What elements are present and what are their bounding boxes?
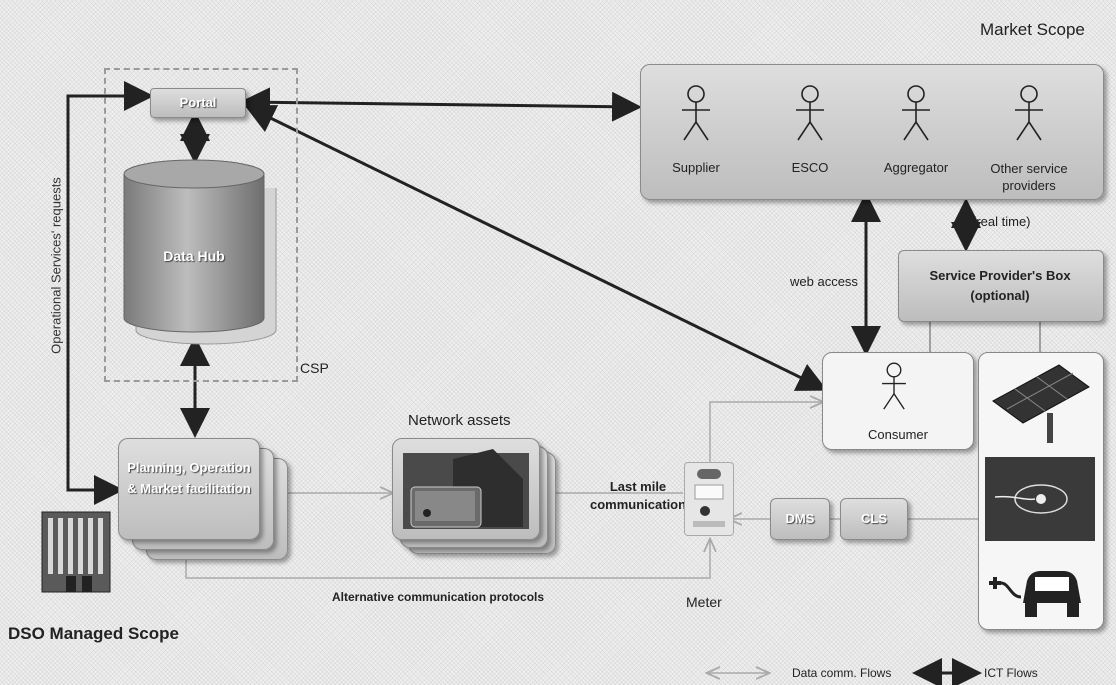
meter-device: [684, 462, 734, 536]
wind-device-icon: [985, 457, 1095, 541]
planning-box: Planning, Operation & Market facilitatio…: [118, 438, 260, 540]
csp-boundary: [104, 68, 298, 382]
planning-label: Planning, Operation & Market facilitatio…: [127, 460, 251, 496]
actor-supplier: Supplier: [648, 84, 744, 194]
real-time-label: (real time): [972, 214, 1031, 229]
consumer-box: Consumer: [822, 352, 974, 450]
stick-figure-icon: [882, 362, 906, 410]
actor-label: ESCO: [791, 160, 829, 175]
solar-panel-icon: [992, 364, 1090, 443]
data-hub-label: Data Hub: [163, 248, 225, 264]
actor-other-service-providers: Other service providers: [974, 84, 1084, 194]
cls-label: CLS: [861, 511, 887, 526]
smart-meter-icon: [693, 469, 725, 527]
actor-label: Aggregator: [883, 160, 949, 175]
stick-figure-icon: [1015, 85, 1043, 141]
office-building-icon: [41, 511, 111, 593]
consumer-label: Consumer: [868, 427, 928, 442]
legend-data-flows: Data comm. Flows: [792, 666, 892, 680]
last-mile-label: Last mile communication: [590, 479, 687, 512]
ict-flow-portal-consumer: [244, 105, 828, 391]
meter-label: Meter: [686, 594, 722, 610]
cls-box: CLS: [840, 498, 908, 540]
network-assets-box: [392, 438, 540, 540]
actor-label: Other service providers: [990, 161, 1068, 193]
market-scope-title: Market Scope: [980, 20, 1085, 39]
portal-box: Portal: [150, 88, 246, 118]
alternative-protocols-label: Alternative communication protocols: [332, 590, 545, 604]
actor-label: Supplier: [672, 160, 720, 175]
legend-ict-flows: ICT Flows: [984, 666, 1038, 680]
network-assets-title: Network assets: [408, 412, 511, 429]
data-flow-meter-consumer: [709, 402, 822, 468]
service-provider-box: [898, 250, 1104, 322]
ict-flow-operational-requests: [66, 81, 154, 505]
service-provider-box-label: Service Provider's Box (optional): [929, 268, 1071, 303]
dso-scope-title: DSO Managed Scope: [8, 624, 179, 643]
devices-panel: [978, 352, 1104, 630]
csp-label: CSP: [300, 360, 329, 376]
ict-flow-portal-market: [240, 87, 642, 122]
stick-figure-icon: [796, 85, 824, 141]
web-access-label: web access: [790, 274, 858, 289]
data-flow-alternative: [185, 540, 710, 579]
stick-figure-icon: [902, 85, 930, 141]
stick-figure-icon: [682, 85, 710, 141]
electric-vehicle-icon: [989, 571, 1081, 617]
dms-box: DMS: [770, 498, 830, 540]
actor-esco: ESCO: [762, 84, 858, 194]
actor-aggregator: Aggregator: [868, 84, 964, 194]
substation-icon: [403, 449, 529, 529]
portal-label: Portal: [179, 95, 217, 110]
data-hub-cylinder: [123, 159, 277, 345]
operational-requests-label: Operational Services' requests: [48, 177, 64, 354]
dms-label: DMS: [785, 511, 815, 526]
